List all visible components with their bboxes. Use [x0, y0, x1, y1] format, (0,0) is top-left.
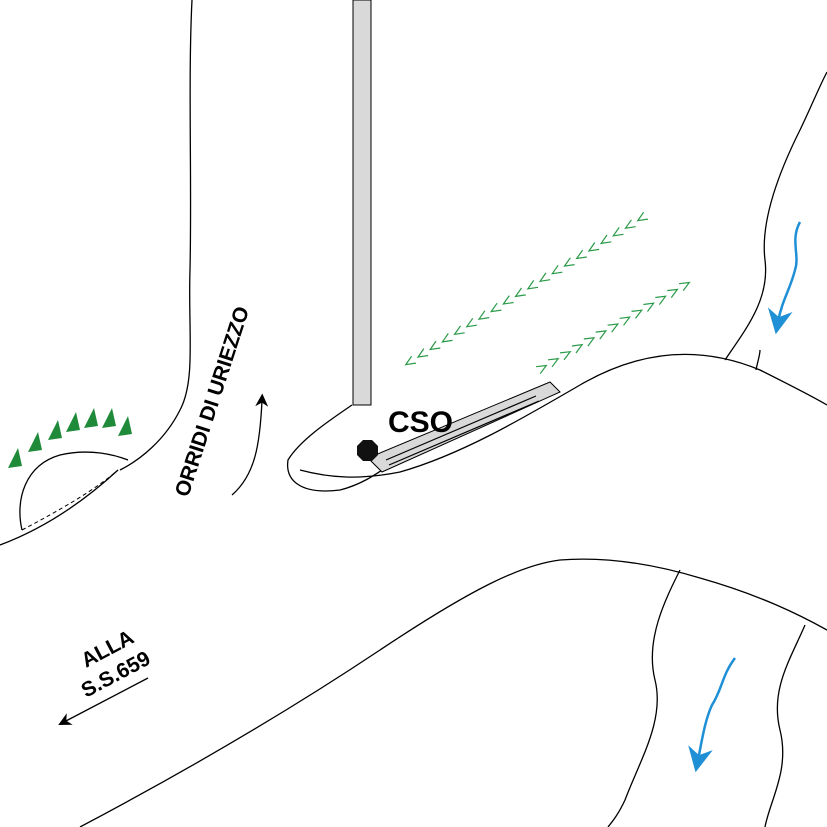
chevron-arrow-icon	[575, 249, 587, 260]
chevron-arrow-icon	[559, 350, 572, 361]
chevron-arrow-icon	[416, 348, 429, 358]
lift-chevrons-upper	[404, 211, 648, 366]
chevron-arrow-icon	[583, 337, 596, 347]
chevron-arrow-icon	[536, 364, 548, 375]
chevron-arrow-icon	[595, 330, 608, 340]
chevron-arrow-icon	[477, 310, 490, 321]
stream-lower-bank-1	[607, 569, 681, 827]
chevron-arrow-icon	[636, 211, 648, 222]
chevron-arrow-icon	[404, 355, 416, 366]
hedge-triangle	[66, 412, 80, 432]
chevron-arrow-icon	[551, 264, 563, 275]
stream-upper-bank-1	[724, 71, 827, 361]
road-edge-main-lower	[79, 558, 827, 827]
chevron-arrow-icon	[607, 323, 620, 333]
chevron-arrow-icon	[631, 309, 644, 319]
road-edge-left-upper	[119, 0, 193, 471]
blue-flow-arrow-icon-lower	[688, 657, 736, 773]
lift-pole	[352, 0, 372, 406]
chevron-arrow-icon	[453, 325, 465, 336]
octagon-marker-icon	[357, 440, 378, 461]
cso-rail-1	[385, 395, 537, 461]
loop-road	[286, 404, 386, 492]
chevron-arrow-icon	[667, 288, 679, 298]
chevron-arrow-icon	[502, 295, 514, 305]
chevron-arrow-icon	[428, 340, 441, 351]
chevron-arrow-icon	[489, 302, 502, 313]
chevron-arrow-icon	[624, 219, 636, 229]
cso-station: CSO	[357, 381, 561, 473]
chevron-arrow-icon	[599, 234, 612, 245]
chevron-arrow-icon	[571, 343, 584, 354]
hedge-mound	[19, 451, 129, 531]
chevron-arrow-icon	[538, 272, 551, 283]
hedge-triangle	[8, 448, 22, 468]
cso-rail-2	[388, 400, 540, 466]
hedge-triangle	[102, 408, 116, 428]
hedge-mound-dashed-edge	[21, 469, 119, 531]
chevron-arrow-icon	[679, 281, 691, 292]
chevron-arrow-icon	[587, 242, 600, 252]
chevron-arrow-icon	[548, 357, 560, 368]
stream-upper-bank-2	[755, 349, 761, 371]
hedge-triangle	[28, 432, 42, 452]
chevron-arrow-icon	[563, 257, 575, 267]
black-arrow-icon-orridi	[231, 393, 269, 496]
chevron-arrow-icon	[655, 295, 667, 305]
hedge-triangle	[48, 420, 62, 440]
chevron-arrow-icon	[612, 227, 624, 237]
chevron-arrow-icon	[465, 317, 477, 328]
blue-flow-arrow-icon-upper	[767, 221, 802, 335]
cso-label: CSO	[388, 406, 453, 439]
chevron-arrow-icon	[526, 280, 539, 290]
road-edge-main-upper	[299, 353, 827, 478]
stream-lower-bank-2	[764, 624, 806, 827]
hedge-triangle	[118, 416, 132, 436]
black-arrow-icon-alla	[58, 677, 149, 726]
lift-chevrons-lower	[536, 281, 691, 375]
green-triangle-hedge-icon	[8, 408, 132, 468]
chevron-arrow-icon	[643, 302, 655, 312]
hedge-triangle	[84, 408, 98, 428]
chevron-arrow-icon	[514, 287, 526, 298]
chevron-arrow-icon	[441, 333, 453, 343]
chevron-arrow-icon	[619, 316, 632, 326]
road-edge-left-lower	[0, 469, 119, 546]
